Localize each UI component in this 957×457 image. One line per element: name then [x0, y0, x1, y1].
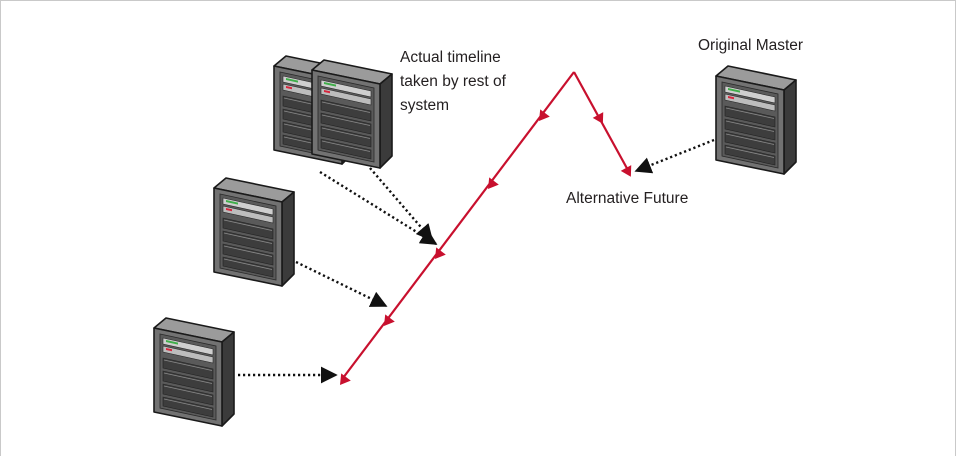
arrow-head-icon [383, 314, 395, 326]
arrow-head-icon [620, 165, 632, 177]
arrow-head-icon [592, 112, 604, 124]
timeline-label-line1: Actual timeline [400, 49, 501, 66]
timeline-label-line3: system [400, 97, 449, 114]
arrow-head-icon [487, 177, 499, 189]
arrow-head-icon [538, 109, 550, 121]
arrow-head-icon [434, 247, 446, 259]
alternative-future-label: Alternative Future [566, 190, 688, 207]
actual-timeline [339, 71, 632, 385]
arrow-head-icon [339, 373, 351, 385]
server-tower-icon [311, 59, 393, 169]
timeline-label-line2: taken by rest of [400, 73, 507, 90]
replication-arrows [238, 138, 715, 384]
server-tower-icon [715, 65, 797, 175]
original-master-label: Original Master [698, 37, 803, 54]
server-tower-icon [153, 317, 235, 427]
server-tower-icon [213, 177, 295, 287]
